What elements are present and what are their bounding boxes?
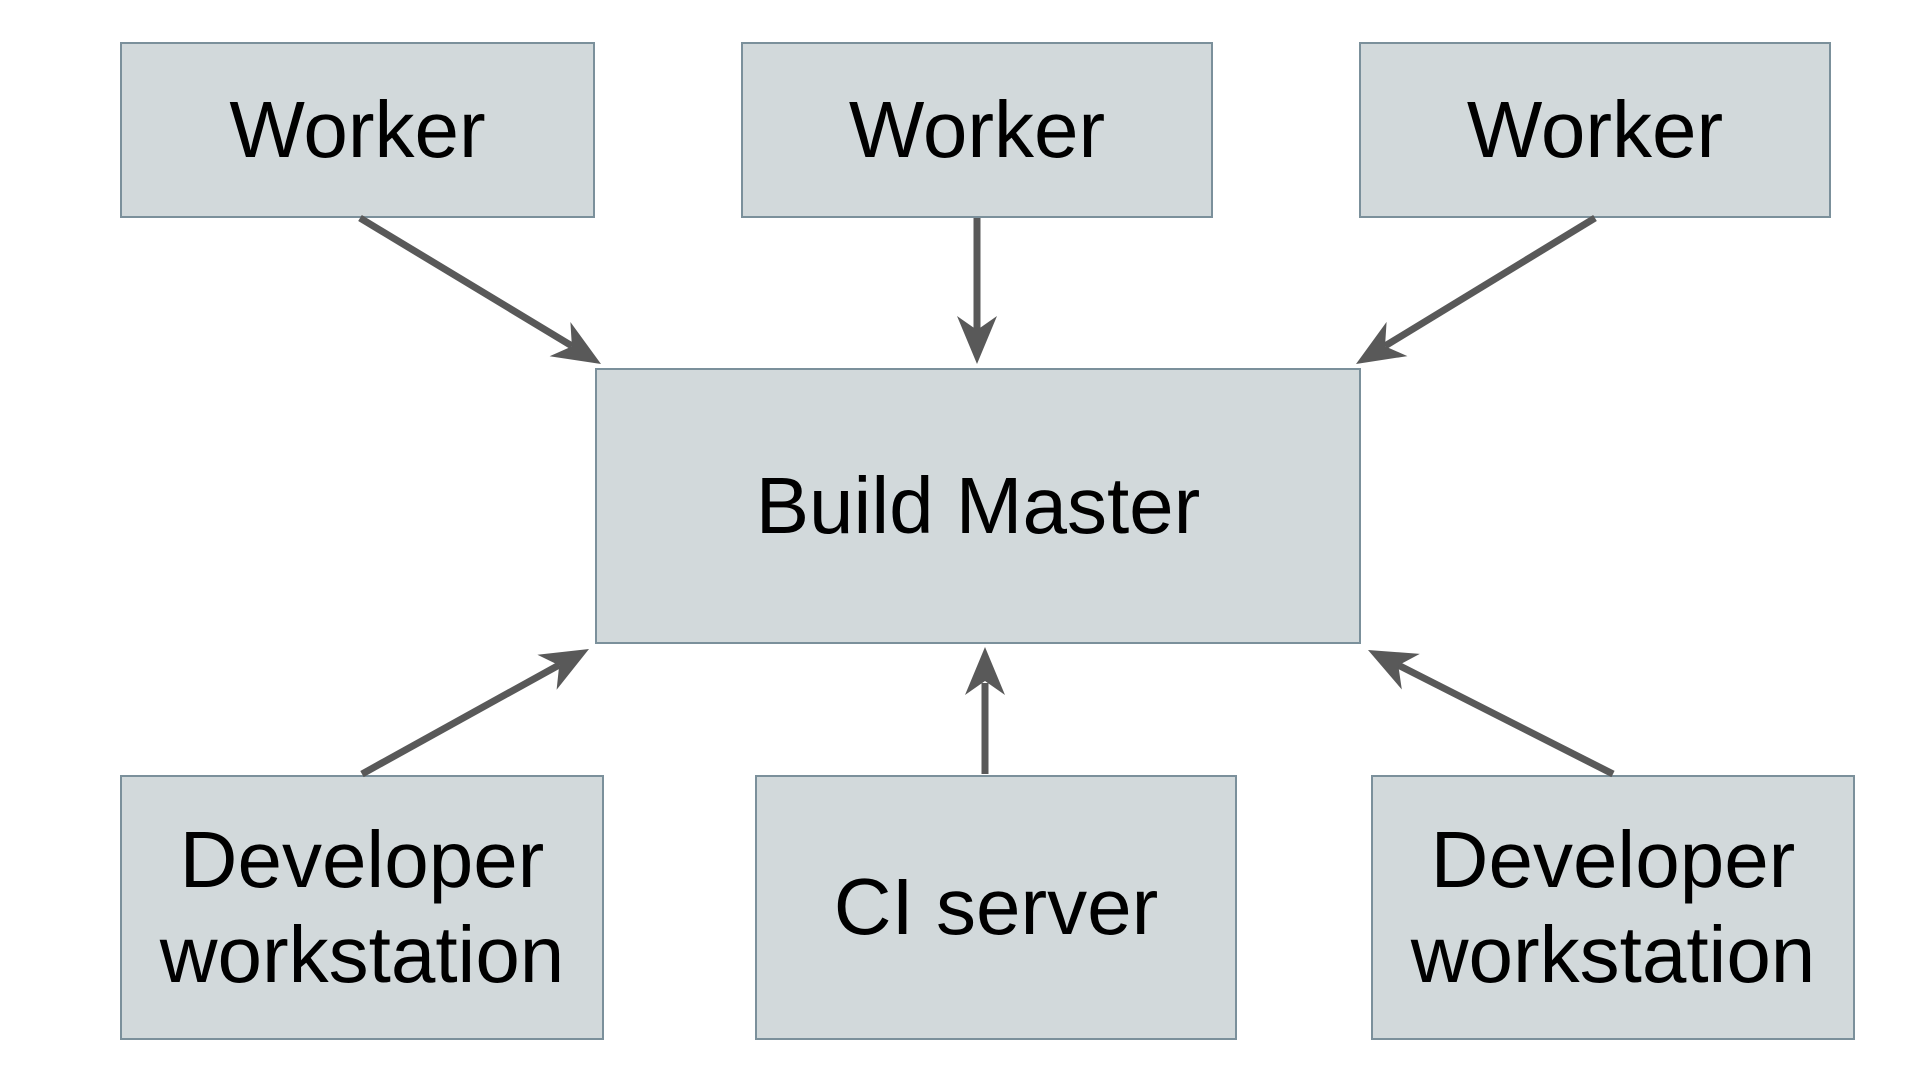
arrow-devworkstation-right-to-buildmaster: [1368, 650, 1615, 778]
worker-box-1-label: Worker: [229, 84, 486, 174]
arrow-worker3-to-buildmaster: [1356, 215, 1597, 364]
developer-workstation-right-box: Developer workstation: [1371, 775, 1855, 1040]
arrow-ciserver-to-buildmaster: [965, 647, 1005, 774]
worker-box-1: Worker: [120, 42, 595, 218]
arrow-worker2-to-buildmaster: [957, 218, 997, 364]
developer-workstation-left-box: Developer workstation: [120, 775, 604, 1040]
ci-server-box: CI server: [755, 775, 1237, 1040]
build-master-box: Build Master: [595, 368, 1361, 644]
ci-server-label: CI server: [833, 862, 1159, 952]
developer-workstation-left-label: Developer workstation: [159, 815, 565, 999]
arrow-devworkstation-left-to-buildmaster: [360, 649, 589, 778]
arrow-worker1-to-buildmaster: [358, 215, 601, 364]
worker-box-2-label: Worker: [848, 84, 1106, 174]
worker-box-3: Worker: [1359, 42, 1831, 218]
worker-box-2: Worker: [741, 42, 1213, 218]
worker-box-3-label: Worker: [1466, 84, 1724, 174]
build-master-label: Build Master: [755, 460, 1201, 550]
developer-workstation-right-label: Developer workstation: [1410, 815, 1816, 999]
